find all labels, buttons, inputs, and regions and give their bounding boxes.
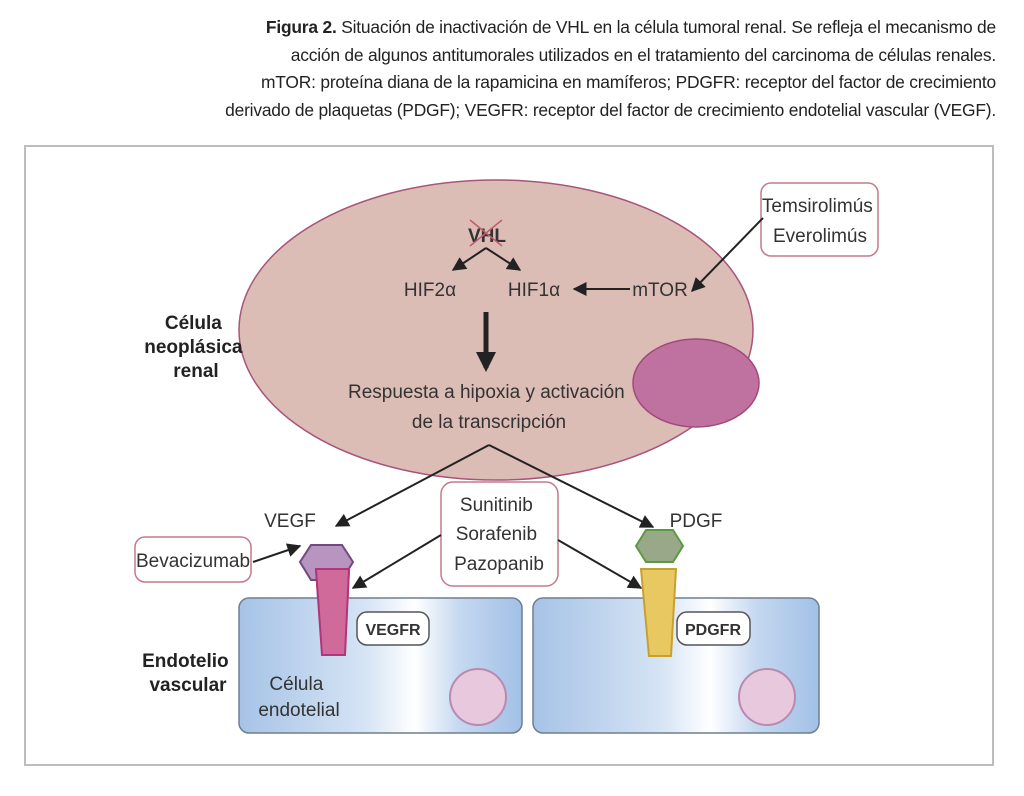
- vhl-inactivation-cross-icon: [469, 219, 503, 247]
- arrow-mtor-inhibitors-to-mtor: [691, 217, 764, 293]
- arrow-vhl-to-hif2: [451, 247, 487, 271]
- mtor-inhibitors-label: Temsirolimús Everolimús: [762, 196, 878, 247]
- pdgf-ligand-icon: [634, 529, 685, 563]
- neoplastic-cell-label: Célula neoplásica renal: [144, 313, 248, 382]
- figure-caption: Figura 2. Situación de inactivación de V…: [76, 14, 996, 124]
- caption-line-3: mTOR: proteína diana de la rapamicina en…: [261, 72, 996, 92]
- bevacizumab-box: [134, 536, 252, 583]
- hif1a-label: HIF1α: [508, 280, 560, 301]
- endothelial-cell-label: Célula endotelial: [258, 674, 339, 721]
- endothelial-nucleus-1: [449, 668, 507, 726]
- pdgf-label: PDGF: [670, 511, 723, 532]
- vegfr-receptor-stem: [314, 568, 351, 656]
- pdgfr-receptor: [639, 568, 678, 657]
- arrow-bevacizumab-to-vegf: [252, 543, 302, 563]
- caption-line-2: acción de algunos antitumorales utilizad…: [290, 44, 996, 65]
- arrow-tki-to-pdgfr: [557, 539, 643, 589]
- pdgfr-label-box: [676, 611, 751, 646]
- hif2a-label: HIF2α: [404, 280, 456, 301]
- caption-line-4: derivado de plaquetas (PDGF); VEGFR: rec…: [225, 99, 996, 120]
- tki-drugs-box: [440, 481, 559, 587]
- arrow-vhl-to-hif1: [485, 247, 522, 271]
- vascular-endothelium-label: Endotelio vascular: [142, 651, 234, 696]
- arrow-tki-to-vegfr: [351, 534, 442, 589]
- neoplastic-cell: [238, 179, 754, 481]
- bevacizumab-label: Bevacizumab: [136, 551, 250, 572]
- vegf-label: VEGF: [264, 511, 316, 532]
- endothelial-nucleus-2: [738, 668, 796, 726]
- tumor-cell-nucleus: [632, 338, 760, 428]
- caption-line-1: Figura 2. Situación de inactivación de V…: [265, 17, 996, 37]
- arrow-response-to-pdgf: [488, 444, 655, 528]
- vegfr-label-box: [356, 611, 430, 646]
- figure-label: Figura 2.: [265, 17, 337, 37]
- tki-drugs-label: Sunitinib Sorafenib Pazopanib: [454, 495, 544, 575]
- hypoxia-response-label: Respuesta a hipoxia y activación de la t…: [348, 382, 630, 433]
- arrow-response-to-vegf: [334, 444, 490, 527]
- pdgfr-label: PDGFR: [685, 622, 741, 639]
- mtor-label: mTOR: [632, 280, 688, 301]
- vegfr-label: VEGFR: [365, 622, 421, 639]
